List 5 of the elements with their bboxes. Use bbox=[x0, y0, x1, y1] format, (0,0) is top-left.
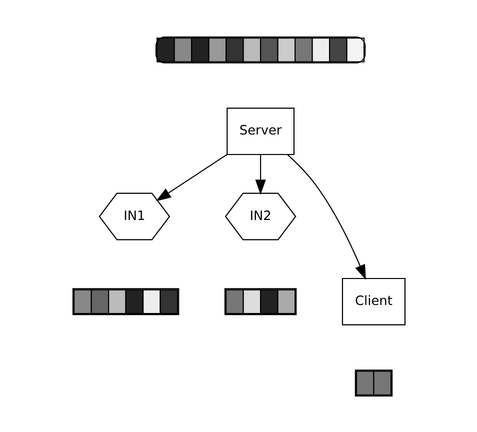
arrow bbox=[254, 154, 266, 194]
node-box: Server bbox=[226, 107, 294, 155]
arrow bbox=[155, 154, 227, 201]
node-box: Client bbox=[341, 277, 406, 325]
arrow bbox=[286, 154, 366, 280]
